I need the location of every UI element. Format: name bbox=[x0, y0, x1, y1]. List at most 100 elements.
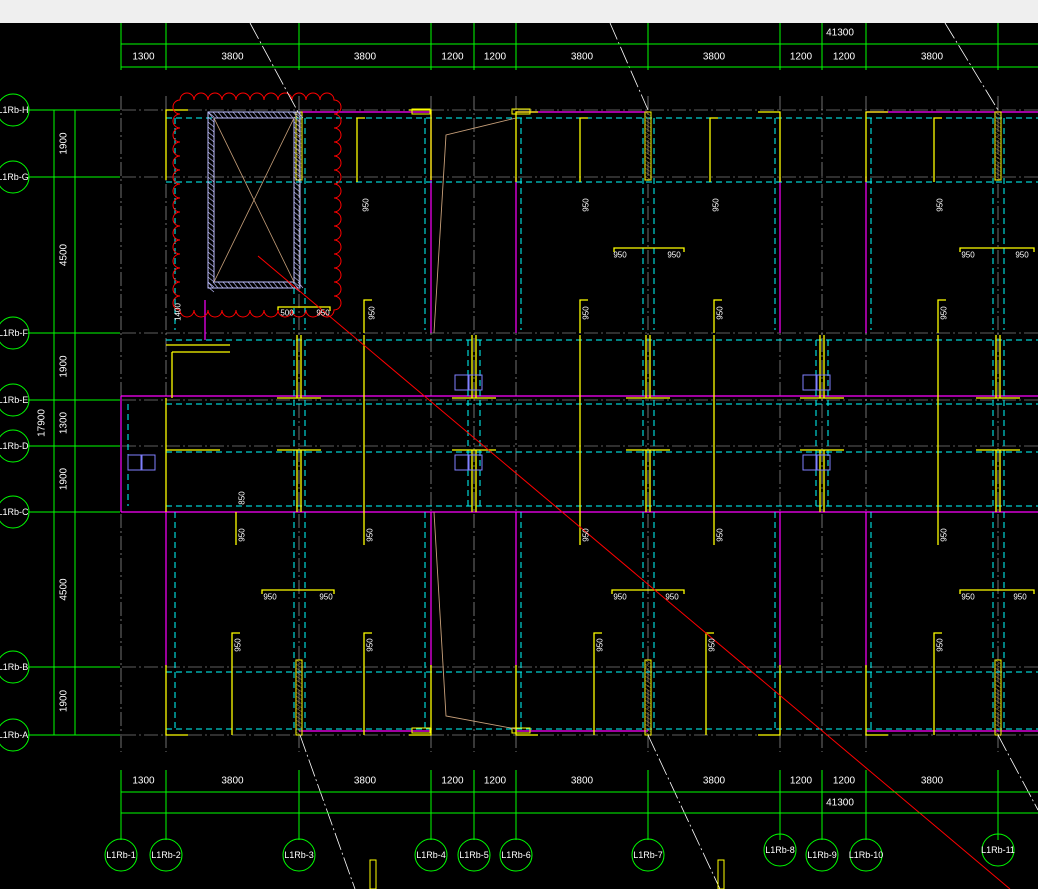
column-hatch bbox=[994, 135, 1002, 141]
column-hatch bbox=[295, 151, 303, 157]
yellow-wall bbox=[231, 632, 240, 735]
axis-bubble-x[interactable]: L1Rb-2 bbox=[149, 838, 183, 872]
axis-bubble-label: L1Rb-G bbox=[0, 172, 29, 182]
wall-end-cap bbox=[411, 727, 431, 734]
room-hatch bbox=[207, 161, 215, 168]
column-hatch bbox=[644, 699, 652, 705]
axis-bubble-circle bbox=[0, 160, 30, 194]
column-hatch bbox=[295, 127, 303, 133]
room-hatch bbox=[207, 226, 215, 233]
dim-text-left: 1300 bbox=[59, 411, 70, 434]
room-hatch bbox=[293, 201, 301, 208]
axis-bubble-x[interactable]: L1Rb-1 bbox=[104, 838, 138, 872]
beam-label-horizontal: 950 bbox=[665, 593, 679, 602]
beam-label-horizontal: 950 bbox=[316, 309, 330, 318]
room-hatch bbox=[207, 116, 215, 123]
axis-bubble-circle bbox=[0, 718, 30, 752]
axis-bubble-x[interactable]: L1Rb-4 bbox=[414, 838, 448, 872]
room-hatch bbox=[207, 241, 215, 248]
room-hatch bbox=[212, 111, 219, 119]
axis-bubble-label: L1Rb-F bbox=[0, 328, 29, 338]
room-hatch bbox=[293, 256, 301, 263]
column-hatch bbox=[644, 659, 652, 665]
hatched-column bbox=[994, 111, 1002, 181]
opening-mark bbox=[816, 454, 831, 471]
yellow-stub bbox=[369, 859, 377, 889]
room-hatch bbox=[262, 281, 269, 289]
yellow-wall bbox=[165, 665, 188, 736]
room-hatch bbox=[293, 166, 301, 173]
axis-bubble-x[interactable]: L1Rb-9 bbox=[805, 838, 839, 872]
column-hatch bbox=[644, 151, 652, 157]
axis-bubble-x[interactable]: L1Rb-11 bbox=[981, 833, 1015, 867]
axis-bubble-x[interactable]: L1Rb-8 bbox=[763, 833, 797, 867]
axis-bubble-y[interactable]: L1Rb-A bbox=[0, 718, 30, 752]
red-diagonal-line bbox=[257, 255, 1011, 889]
room-hatch bbox=[207, 121, 215, 128]
axis-bubble-label: L1Rb-3 bbox=[284, 850, 314, 860]
beam-label-vertical: 950 bbox=[366, 528, 375, 542]
axis-bubble-label: L1Rb-H bbox=[0, 105, 29, 115]
room-hatch bbox=[222, 111, 229, 119]
room-hatch bbox=[293, 176, 301, 183]
column-hatch bbox=[644, 135, 652, 141]
column-hatch bbox=[295, 707, 303, 713]
axis-bubble-circle bbox=[0, 316, 30, 350]
room-hatch bbox=[207, 141, 215, 148]
axis-bubble-label: L1Rb-4 bbox=[416, 850, 446, 860]
room-hatch bbox=[207, 266, 215, 273]
axis-bubble-x[interactable]: L1Rb-3 bbox=[282, 838, 316, 872]
column-hatch bbox=[994, 115, 1002, 121]
axis-bubble-y[interactable]: L1Rb-G bbox=[0, 160, 30, 194]
opening-mark bbox=[816, 374, 831, 391]
axis-bubble-x[interactable]: L1Rb-7 bbox=[631, 838, 665, 872]
column-hatch bbox=[644, 667, 652, 673]
yellow-wall bbox=[709, 117, 718, 182]
column-hatch bbox=[295, 147, 303, 153]
column-hatch bbox=[644, 671, 652, 677]
beam-label-horizontal: 950 bbox=[1015, 251, 1029, 260]
column-hatch bbox=[994, 111, 1002, 117]
room-hatch bbox=[212, 281, 219, 289]
yellow-wall bbox=[277, 306, 331, 311]
room-hatch bbox=[293, 271, 301, 278]
column-hatch bbox=[994, 127, 1002, 133]
column-hatch bbox=[644, 679, 652, 685]
axis-bubble-label: L1Rb-9 bbox=[807, 850, 837, 860]
axis-bubble-y[interactable]: L1Rb-H bbox=[0, 93, 30, 127]
axis-bubble-x[interactable]: L1Rb-5 bbox=[457, 838, 491, 872]
room-hatch bbox=[237, 281, 244, 289]
axis-bubble-y[interactable]: L1Rb-B bbox=[0, 650, 30, 684]
opening-mark bbox=[468, 374, 483, 391]
column-hatch bbox=[994, 711, 1002, 717]
room-hatch bbox=[207, 156, 215, 163]
axis-bubble-x[interactable]: L1Rb-10 bbox=[849, 838, 884, 872]
column-hatch bbox=[644, 715, 652, 721]
axis-bubble-label: L1Rb-11 bbox=[981, 845, 1015, 855]
dim-text-left: 4500 bbox=[59, 578, 70, 601]
beam-label-horizontal: 950 bbox=[1013, 593, 1027, 602]
axis-bubble-y[interactable]: L1Rb-E bbox=[0, 383, 30, 417]
axis-bubble-y[interactable]: L1Rb-C bbox=[0, 495, 30, 529]
column-hatch bbox=[994, 159, 1002, 165]
column-hatch bbox=[295, 119, 303, 125]
grid-axis-lines bbox=[100, 96, 1038, 752]
column-hatch bbox=[644, 711, 652, 717]
beam-label-vertical: 950 bbox=[234, 638, 243, 652]
room-hatch bbox=[293, 121, 301, 128]
axis-bubble-x[interactable]: L1Rb-6 bbox=[499, 838, 533, 872]
axis-bubble-y[interactable]: L1Rb-F bbox=[0, 316, 30, 350]
beam-label-vertical: 950 bbox=[936, 638, 945, 652]
axis-bubble-y[interactable]: L1Rb-D bbox=[0, 429, 30, 463]
room-hatch bbox=[207, 211, 215, 218]
column-hatch bbox=[994, 671, 1002, 677]
cad-drawing-canvas[interactable]: 1300130038003800380038001200120012001200… bbox=[0, 23, 1038, 889]
room-hatch bbox=[293, 186, 301, 193]
dim-text-bottom: 1200 bbox=[833, 776, 856, 787]
room-hatch bbox=[207, 251, 215, 258]
column-hatch bbox=[994, 675, 1002, 681]
beam-label-vertical: 950 bbox=[712, 198, 721, 212]
room-hatch bbox=[207, 271, 215, 278]
